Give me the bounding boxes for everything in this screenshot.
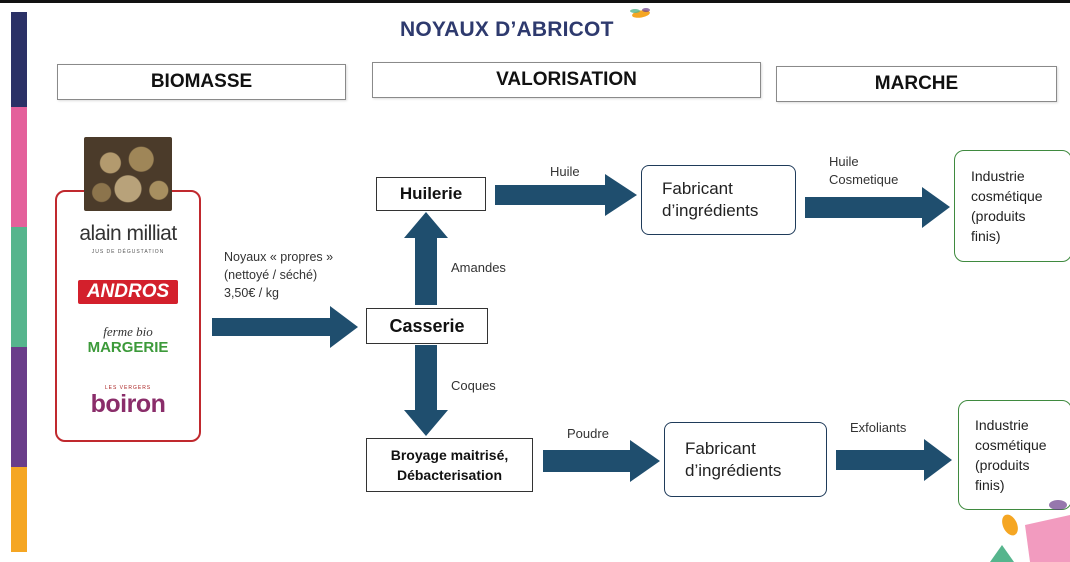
arrow-fabricant-to-industrie-bottom	[836, 439, 952, 481]
boiron-logo: boiron	[90, 390, 166, 418]
header-marche: MARCHE	[776, 66, 1057, 102]
fabricant-bottom-node: Fabricant d’ingrédients	[664, 422, 827, 497]
industrie-bottom-node: Industrie cosmétique (produits finis)	[958, 400, 1070, 510]
arrow-casserie-to-huilerie	[404, 212, 448, 305]
huilerie-node: Huilerie	[376, 177, 486, 211]
huile-cosmetique-label: Huile Cosmetique	[829, 154, 899, 187]
fabricant-top-node: Fabricant d’ingrédients	[641, 165, 796, 235]
margerie-logo: MARGERIE	[87, 339, 169, 356]
vergers-label: LES VERGERS	[104, 385, 152, 391]
header-valorisation: VALORISATION	[372, 62, 761, 98]
alain-milliat-logo: alain milliat	[79, 222, 177, 245]
ferme-bio-label: ferme bio	[103, 324, 153, 339]
andros-logo: ANDROS	[78, 280, 178, 304]
biomass-producers-box: alain milliat JUS DE DÉGUSTATION ANDROS …	[55, 190, 201, 442]
header-biomasse: BIOMASSE	[57, 64, 346, 100]
alain-milliat-subtitle: JUS DE DÉGUSTATION	[91, 249, 165, 255]
arrow-fabricant-to-industrie-top	[805, 187, 950, 228]
arrow-casserie-to-broyage	[404, 345, 448, 436]
sidebar-color-strip	[11, 12, 27, 552]
broyage-node: Broyage maitrisé, Débacterisation	[366, 438, 533, 492]
casserie-node: Casserie	[366, 308, 488, 344]
corner-leaf-decoration	[990, 500, 1070, 562]
huile-label: Huile	[550, 164, 580, 179]
arrow-huilerie-to-fabricant	[495, 174, 637, 216]
apricot-kernels-photo	[84, 137, 172, 211]
coques-label: Coques	[451, 378, 496, 393]
arrow-broyage-to-fabricant	[543, 440, 660, 482]
noyaux-label: Noyaux « propres » (nettoyé / séché) 3,5…	[224, 250, 334, 300]
title-leaf-decoration	[630, 8, 650, 18]
industrie-top-node: Industrie cosmétique (produits finis)	[954, 150, 1070, 262]
page-title: NOYAUX D’ABRICOT	[400, 18, 614, 41]
exfoliants-label: Exfoliants	[850, 420, 907, 435]
top-border	[0, 0, 1070, 3]
arrow-to-casserie	[212, 306, 358, 348]
amandes-label: Amandes	[451, 260, 506, 275]
poudre-label: Poudre	[567, 426, 609, 441]
